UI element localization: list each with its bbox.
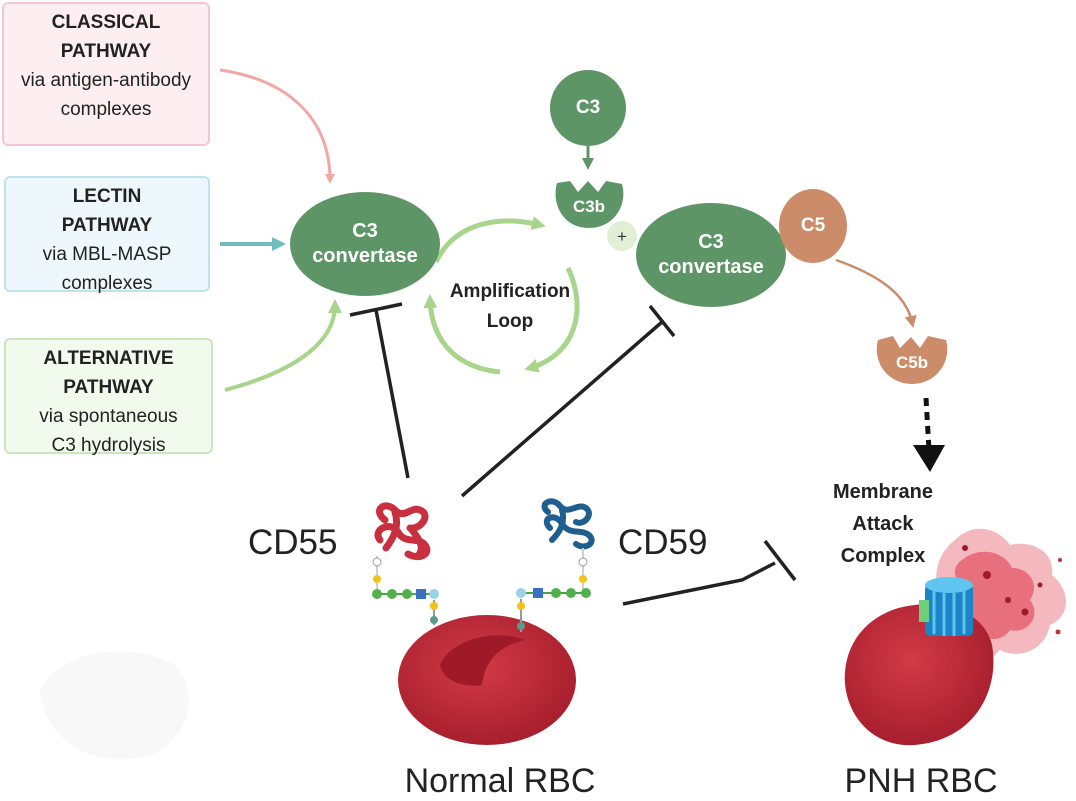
mac-pore: [919, 577, 973, 636]
c5-node: C5: [779, 189, 847, 263]
cd55-gpi-anchor: [372, 589, 439, 625]
alternative-arrow: [224, 299, 342, 392]
normal-rbc-dimple: [440, 635, 525, 686]
normal-rbc: [398, 615, 576, 745]
normal-rbc-label: Normal RBC: [404, 762, 596, 800]
lectin-pathway-title: LECTIN PATHWAY: [61, 186, 153, 236]
cd59-gpi-anchor: [516, 588, 591, 632]
cd59-label: CD59: [618, 523, 708, 562]
c5b-to-mac-arrowhead: [913, 445, 945, 472]
lectin-pathway-box: LECTIN PATHWAY via MBL-MASP complexes: [4, 176, 210, 294]
plus-sign: +: [617, 227, 627, 246]
classical-pathway-title: CLASSICAL PATHWAY: [51, 12, 161, 62]
c3-node: C3: [550, 70, 626, 146]
c5b-label: C5b: [896, 353, 928, 372]
cd59-node: [578, 557, 588, 567]
classical-arrow: [219, 68, 335, 184]
amplification-arrow-left: [423, 294, 501, 375]
amplification-loop-label: Amplification Loop: [449, 281, 571, 332]
cd55-inhibits-convertase-2: [460, 304, 676, 498]
classical-pathway-box: CLASSICAL PATHWAY via antigen-antibody c…: [2, 2, 210, 146]
alternative-pathway-box: ALTERNATIVE PATHWAY via spontaneous C3 h…: [4, 338, 213, 456]
cd55-node: [372, 557, 382, 567]
plus-circle: [607, 221, 637, 251]
cd59-node: [579, 575, 587, 583]
cd59-protein: [541, 498, 595, 550]
c5-to-c5b-arrow: [835, 258, 917, 328]
c3-convertase-1: C3 convertase: [290, 192, 440, 296]
amplification-arrow-right: [524, 266, 580, 373]
c5b-to-mac-dashed-arrow: [923, 397, 932, 451]
cd55-inhibits-convertase-1: [349, 302, 410, 479]
cd55-protein: [374, 502, 431, 561]
pnh-rbc: [844, 604, 994, 746]
pnh-rbc-label: PNH RBC: [844, 762, 998, 800]
amplification-arrow-top: [433, 216, 546, 264]
membrane-attack-complex-label: Membrane Attack Complex: [832, 481, 934, 567]
cd55-label: CD55: [248, 523, 338, 562]
cd55-node: [373, 575, 381, 583]
alternative-pathway-subtitle: via spontaneous C3 hydrolysis: [39, 406, 178, 456]
c3b-shape: [555, 181, 624, 228]
lectin-pathway-subtitle: via MBL-MASP complexes: [42, 244, 172, 294]
cd59-inhibits-mac: [622, 539, 797, 606]
classical-pathway-subtitle: via antigen-antibody complexes: [20, 70, 192, 120]
background-smudge: [40, 651, 189, 760]
c3-convertase-2: C3 convertase: [636, 203, 786, 307]
c3b-label: C3b: [573, 197, 605, 216]
alternative-pathway-title: ALTERNATIVE PATHWAY: [43, 348, 174, 398]
c5b-shape: [876, 336, 948, 384]
